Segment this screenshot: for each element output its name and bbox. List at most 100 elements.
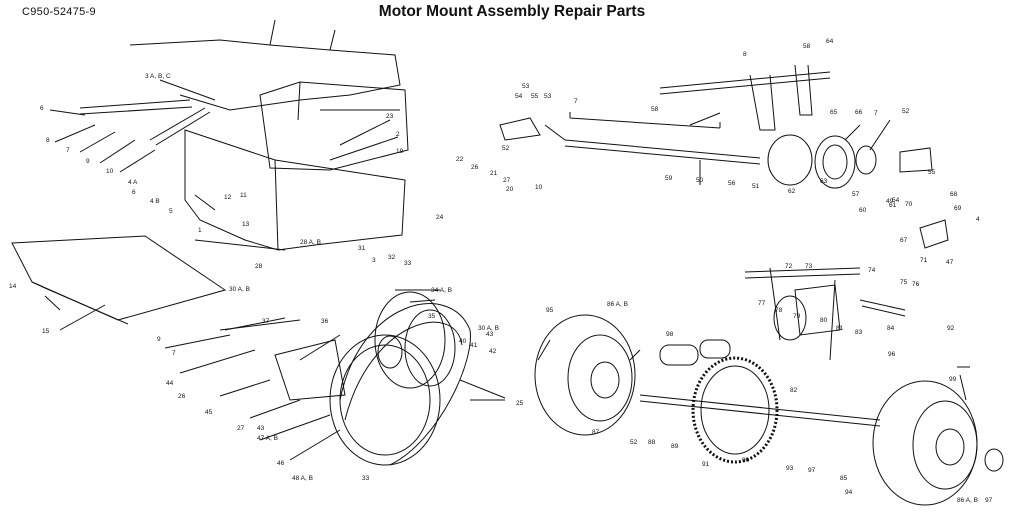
part-callout: 80 [820,317,828,324]
part-callout: 22 [456,156,464,163]
part-callout: 67 [900,237,908,244]
part-callout: 30 A, B [229,286,250,293]
part-callout: 65 [830,109,838,116]
part-callout: 48 A, B [292,475,313,482]
part-callout: 14 [9,283,17,290]
part-callout: 52 [502,145,510,152]
part-callout: 97 [985,497,993,504]
part-callout: 78 [775,307,783,314]
part-callout: 12 [224,194,232,201]
part-callout: 70 [905,201,913,208]
part-callout: 46 [277,460,285,467]
part-callout: 64 [826,38,834,45]
part-callout: 62 [788,188,796,195]
part-callout: 63 [820,178,828,185]
part-callout: 88 [648,439,656,446]
part-callout: 44 [166,380,174,387]
part-callout: 97 [808,467,816,474]
part-callout: 26 [178,393,186,400]
part-callout: 27 [237,425,245,432]
part-callout: 75 [900,279,908,286]
part-callout: 66 [855,109,863,116]
part-callout: 45 [205,409,213,416]
part-callout: 23 [386,113,394,120]
part-callout: 86 A, B [957,497,978,504]
part-callout: 84 [887,325,895,332]
part-callout: 43 [257,425,265,432]
part-callout: 90 [742,457,750,464]
part-callout: 96 [888,351,896,358]
part-callout: 21 [490,170,498,177]
part-callout: 15 [42,328,50,335]
part-callout: 76 [912,281,920,288]
part-callout: 41 [470,342,478,349]
part-callout: 56 [728,180,736,187]
part-callout: 26 [471,164,479,171]
part-callout: 83 [855,329,863,336]
part-callout: 9 [157,336,161,343]
part-callout: 98 [666,331,674,338]
part-callout: 69 [954,205,962,212]
part-callout: 2 [396,131,400,138]
part-callout: 4 A [128,179,138,186]
part-callout: 68 [950,191,958,198]
part-callout: 34 A, B [431,287,452,294]
part-callout: 54 [892,197,900,204]
part-callout: 77 [758,300,766,307]
part-callout: 82 [790,387,798,394]
part-callout: 33 [362,475,370,482]
part-callout: 20 [506,186,514,193]
part-callout: 92 [947,325,955,332]
part-callout: 52 [902,108,910,115]
part-callout: 51 [752,183,760,190]
part-callout: 5 [169,208,173,215]
part-callout: 85 [840,475,848,482]
part-callout: 37 [262,318,270,325]
part-callout: 95 [546,307,554,314]
part-callout: 79 [793,313,801,320]
part-callout: 36 [321,318,329,325]
part-callout: 53 [522,83,530,90]
part-callout: 8 [743,51,747,58]
part-callout: 27 [503,177,511,184]
part-callout: 47 [946,259,954,266]
part-callout: 7 [172,350,176,357]
part-callout: 87 [592,429,600,436]
part-callout: 53 [544,93,552,100]
part-callout: 52 [630,439,638,446]
part-callout: 30 A, B [478,325,499,332]
part-callout: 59 [665,175,673,182]
part-callout: 10 [106,168,114,175]
diagram-title: Motor Mount Assembly Repair Parts [378,3,646,20]
part-callout: 32 [388,254,396,261]
part-callout: 72 [785,263,793,270]
part-callout: 35 [428,313,436,320]
parts-drawing [11,19,1004,506]
part-callout: 57 [852,191,860,198]
part-callout: 81 [836,325,844,332]
part-callout: 71 [920,257,928,264]
part-callout: 99 [949,376,957,383]
part-callout: 24 [436,214,444,221]
part-callout: 74 [868,267,876,274]
part-callout: 6 [40,105,44,112]
part-callout: 28 [255,263,263,270]
part-callout: 94 [845,489,853,496]
part-callout: 58 [651,106,659,113]
part-callout: 4 B [150,198,160,205]
part-callout: 55 [531,93,539,100]
part-callout: 28 A, B [300,239,321,246]
part-callout: 93 [786,465,794,472]
part-callout: 89 [671,443,679,450]
part-callout: 6 [132,189,136,196]
part-callout: 19 [396,148,404,155]
part-callout: 9 [86,158,90,165]
diagram-code: C950-52475-9 [22,6,96,18]
part-callout: 40 [459,338,467,345]
part-callout: 3 [372,257,376,264]
part-callout: 7 [66,147,70,154]
part-callout: 91 [702,461,710,468]
part-callout: 10 [535,184,543,191]
